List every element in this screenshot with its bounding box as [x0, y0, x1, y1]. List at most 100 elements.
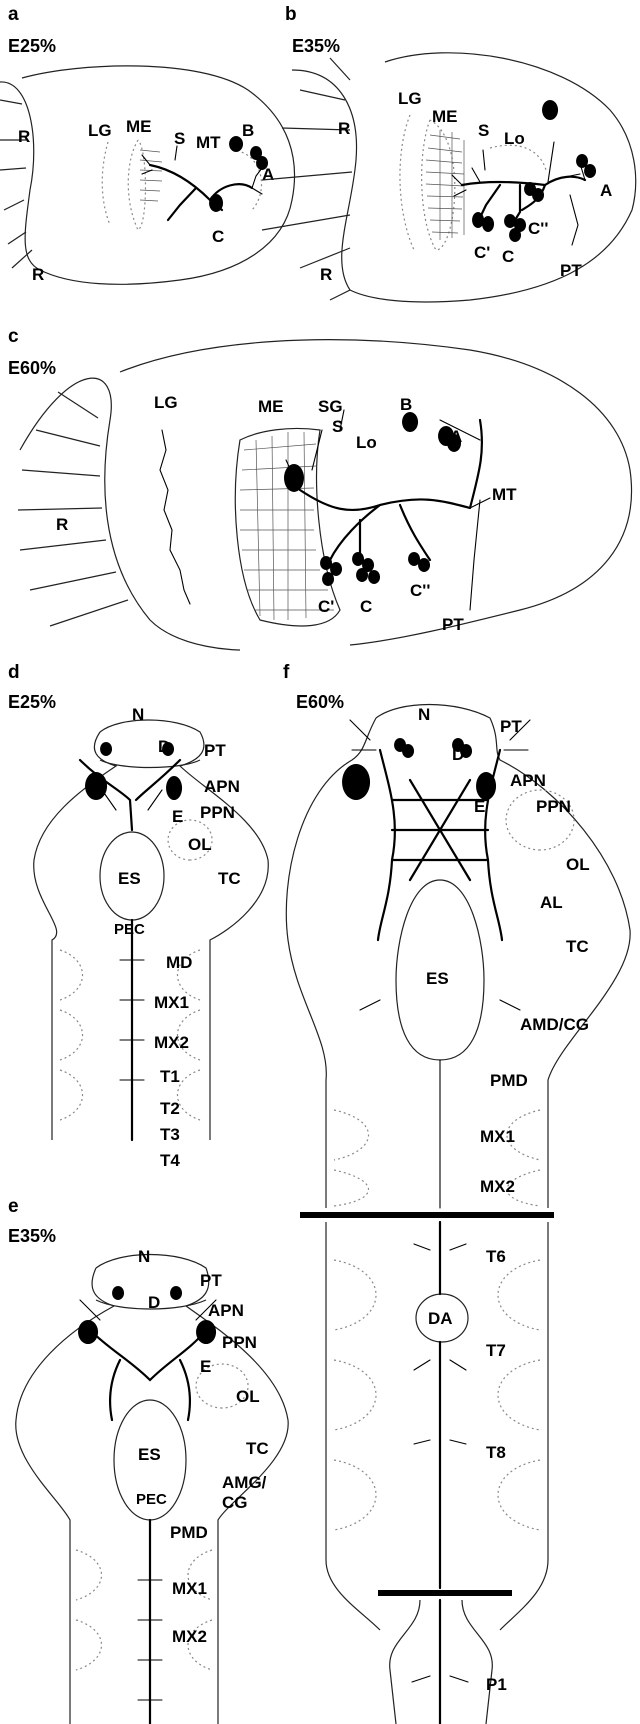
panel-b-lo-outline [490, 145, 546, 170]
panel-d-label-d: D [158, 737, 170, 756]
panel-e-label-e: E [200, 1357, 211, 1376]
panel-d-label-md: MD [166, 953, 192, 972]
panel-a-cell-b [229, 136, 243, 152]
panel-c-label-c: C [360, 597, 372, 616]
panel-a-label-s: S [174, 129, 185, 148]
panel-f-label-da: DA [428, 1309, 453, 1328]
panel-b-label-lg: LG [398, 89, 422, 108]
panel-e-label-es: ES [138, 1445, 161, 1464]
panel-b-lobe-outline [350, 53, 636, 302]
panel-f-label-d: D [452, 745, 464, 764]
panel-e-label-d: D [148, 1293, 160, 1312]
panel-b-label-a: A [600, 181, 612, 200]
panel-d-label-pec: PEC [114, 921, 145, 938]
panel-f-divider-bottom [378, 1590, 512, 1596]
panel-e-label-ol: OL [236, 1387, 260, 1406]
panel-b-label-s: S [478, 121, 489, 140]
panel-e-label-ppn: PPN [222, 1333, 257, 1352]
panel-b: b E35% R R LG ME S Lo B A [262, 4, 636, 302]
panel-e-label-mx2: MX2 [172, 1627, 207, 1646]
panel-f-divider-top [300, 1212, 554, 1218]
panel-d-label-ol: OL [188, 835, 212, 854]
panel-a-label-r1: R [18, 127, 30, 146]
panel-e-label-cg: CG [222, 1493, 248, 1512]
panel-f-label-mx1: MX1 [480, 1127, 515, 1146]
panel-f-label-mx2: MX2 [480, 1177, 515, 1196]
panel-e-stage: E35% [8, 1226, 56, 1246]
panel-f-thorax-segments [334, 1260, 540, 1530]
panel-d-letter: d [8, 662, 20, 683]
panel-c-stage: E60% [8, 358, 56, 378]
panel-f-label-t6: T6 [486, 1247, 506, 1266]
panel-d-label-e: E [172, 807, 183, 826]
panel-c-label-r: R [56, 515, 68, 534]
panel-b-stage: E35% [292, 36, 340, 56]
panel-b-label-pt: PT [560, 261, 582, 280]
panel-a-label-b: B [242, 121, 254, 140]
panel-c-label-sg: SG [318, 397, 343, 416]
panel-d-label-n: N [132, 705, 144, 724]
panel-d-label-apn: APN [204, 777, 240, 796]
panel-a-label-a: A [262, 165, 274, 184]
panel-b-label-r1: R [338, 119, 350, 138]
panel-c-retina-edge [20, 378, 240, 650]
panel-c-label-lg: LG [154, 393, 178, 412]
panel-f-label-t7: T7 [486, 1341, 506, 1360]
panel-d-label-mx1: MX1 [154, 993, 189, 1012]
panel-f-label-pmd: PMD [490, 1071, 528, 1090]
panel-e-letter: e [8, 1196, 19, 1217]
panel-d-stage: E25% [8, 692, 56, 712]
panel-f-label-al: AL [540, 893, 563, 912]
panel-a: a E25% R R LG ME S MT B A C [0, 4, 295, 284]
panel-c-label-pt: PT [442, 615, 464, 634]
panel-f-label-e: E [474, 797, 485, 816]
panel-b-me-hatch [426, 130, 464, 240]
panel-d-label-t2: T2 [160, 1099, 180, 1118]
panel-a-cell-c [209, 194, 223, 212]
panel-a-letter: a [8, 4, 19, 25]
panel-d: d E25% N D PT APN PPN E OL ES TC PEC MD … [8, 662, 268, 1170]
panel-b-cell-c [504, 214, 526, 242]
panel-e-label-pec: PEC [136, 1491, 167, 1508]
panel-e-label-pmd: PMD [170, 1523, 208, 1542]
panel-b-label-b: B [544, 101, 556, 120]
panel-f-label-ppn: PPN [536, 797, 571, 816]
panel-c-label-c-prime: C' [318, 597, 334, 616]
panel-f-label-es: ES [426, 969, 449, 988]
panel-c-cell-c-prime [320, 556, 342, 586]
panel-d-label-ppn: PPN [200, 803, 235, 822]
panel-e: e E35% N PT D APN PPN E OL ES TC AMG/ CG… [8, 1196, 288, 1724]
panel-a-lg-outline [102, 142, 110, 225]
panel-a-me-outline [128, 140, 145, 230]
panel-b-label-me: ME [432, 107, 458, 126]
panel-c-label-c-dprime: C'' [410, 581, 430, 600]
panel-e-label-amg: AMG/ [222, 1473, 267, 1492]
panel-f-brain-outline [286, 705, 630, 1209]
panel-c-label-b: B [400, 395, 412, 414]
panel-c-lobe-outline [120, 340, 632, 645]
panel-f-label-ol: OL [566, 855, 590, 874]
panel-c-label-mt: MT [492, 485, 517, 504]
panel-a-label-mt: MT [196, 133, 221, 152]
panel-a-retina-lines [0, 100, 32, 268]
panel-f-label-p1: P1 [486, 1675, 507, 1694]
panel-f-label-pt: PT [500, 717, 522, 736]
panel-d-label-es: ES [118, 869, 141, 888]
panel-c-label-s: S [332, 417, 343, 436]
panel-a-retina-edge [0, 82, 40, 270]
panel-b-cell-c-prime [472, 212, 494, 232]
panel-f-label-n: N [418, 705, 430, 724]
panel-a-neurite-branches [142, 146, 262, 194]
panel-a-label-lg: LG [88, 121, 112, 140]
panel-c-cell-b [402, 412, 418, 432]
panel-d-cell-e [85, 772, 182, 800]
panel-c-label-lo: Lo [356, 433, 377, 452]
panel-c-letter: c [8, 326, 19, 347]
panel-a-neurite-main [150, 165, 252, 220]
panel-e-label-apn: APN [208, 1301, 244, 1320]
panel-c: c E60% R LG ME SG S Lo [8, 326, 632, 650]
panel-d-label-tc: TC [218, 869, 241, 888]
panel-b-label-lo: Lo [504, 129, 525, 148]
panel-a-label-r2: R [32, 265, 44, 284]
panel-e-segments [76, 1550, 212, 1670]
